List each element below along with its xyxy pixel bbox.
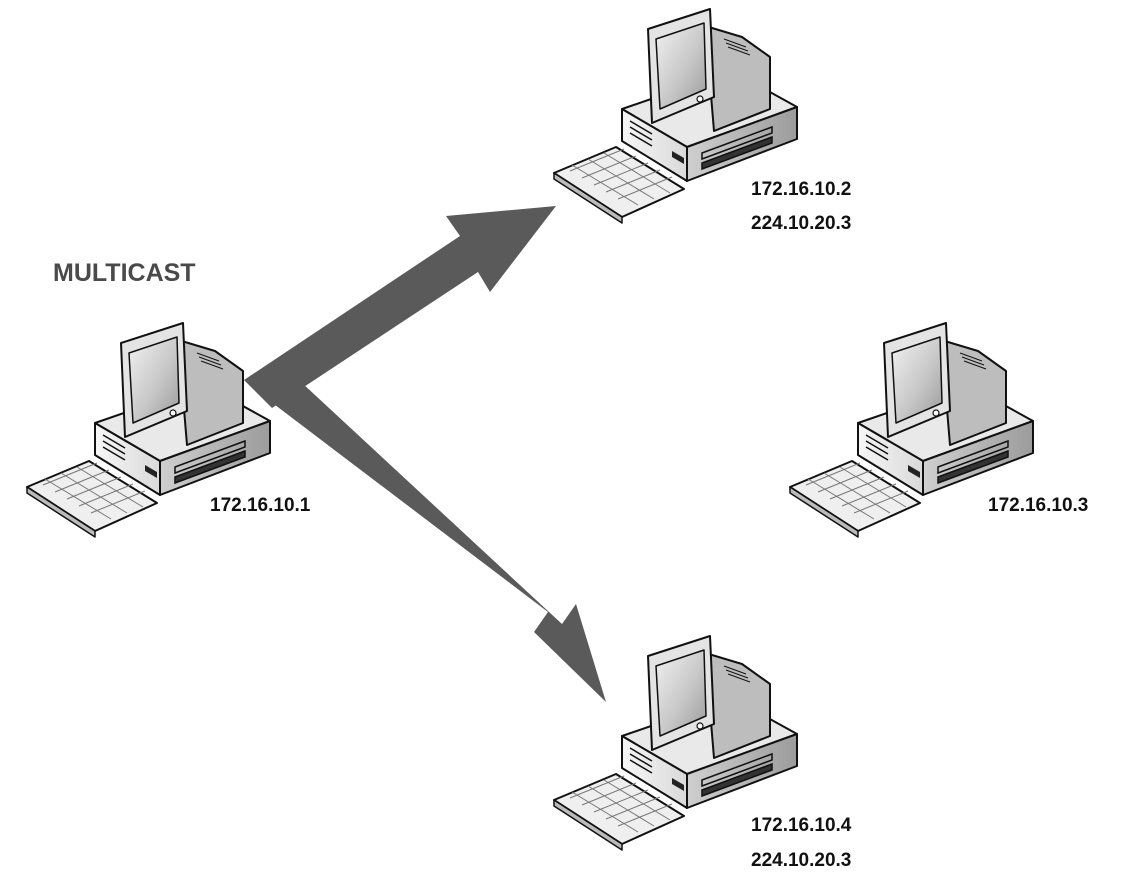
top-ip-label: 172.16.10.2 xyxy=(751,179,852,200)
top-multicast-group-label: 224.10.20.3 xyxy=(751,213,852,234)
bottom-multicast-group-label: 224.10.20.3 xyxy=(751,850,852,871)
right-ip-label: 172.16.10.3 xyxy=(988,495,1089,516)
multicast-arrow-to-172-16-10-2 xyxy=(244,206,556,408)
multicast-arrow-to-172-16-10-4 xyxy=(258,370,606,702)
diagram-title: MULTICAST xyxy=(53,259,196,287)
sender-ip-label: 172.16.10.1 xyxy=(210,495,311,516)
bottom-ip-label: 172.16.10.4 xyxy=(751,815,852,836)
